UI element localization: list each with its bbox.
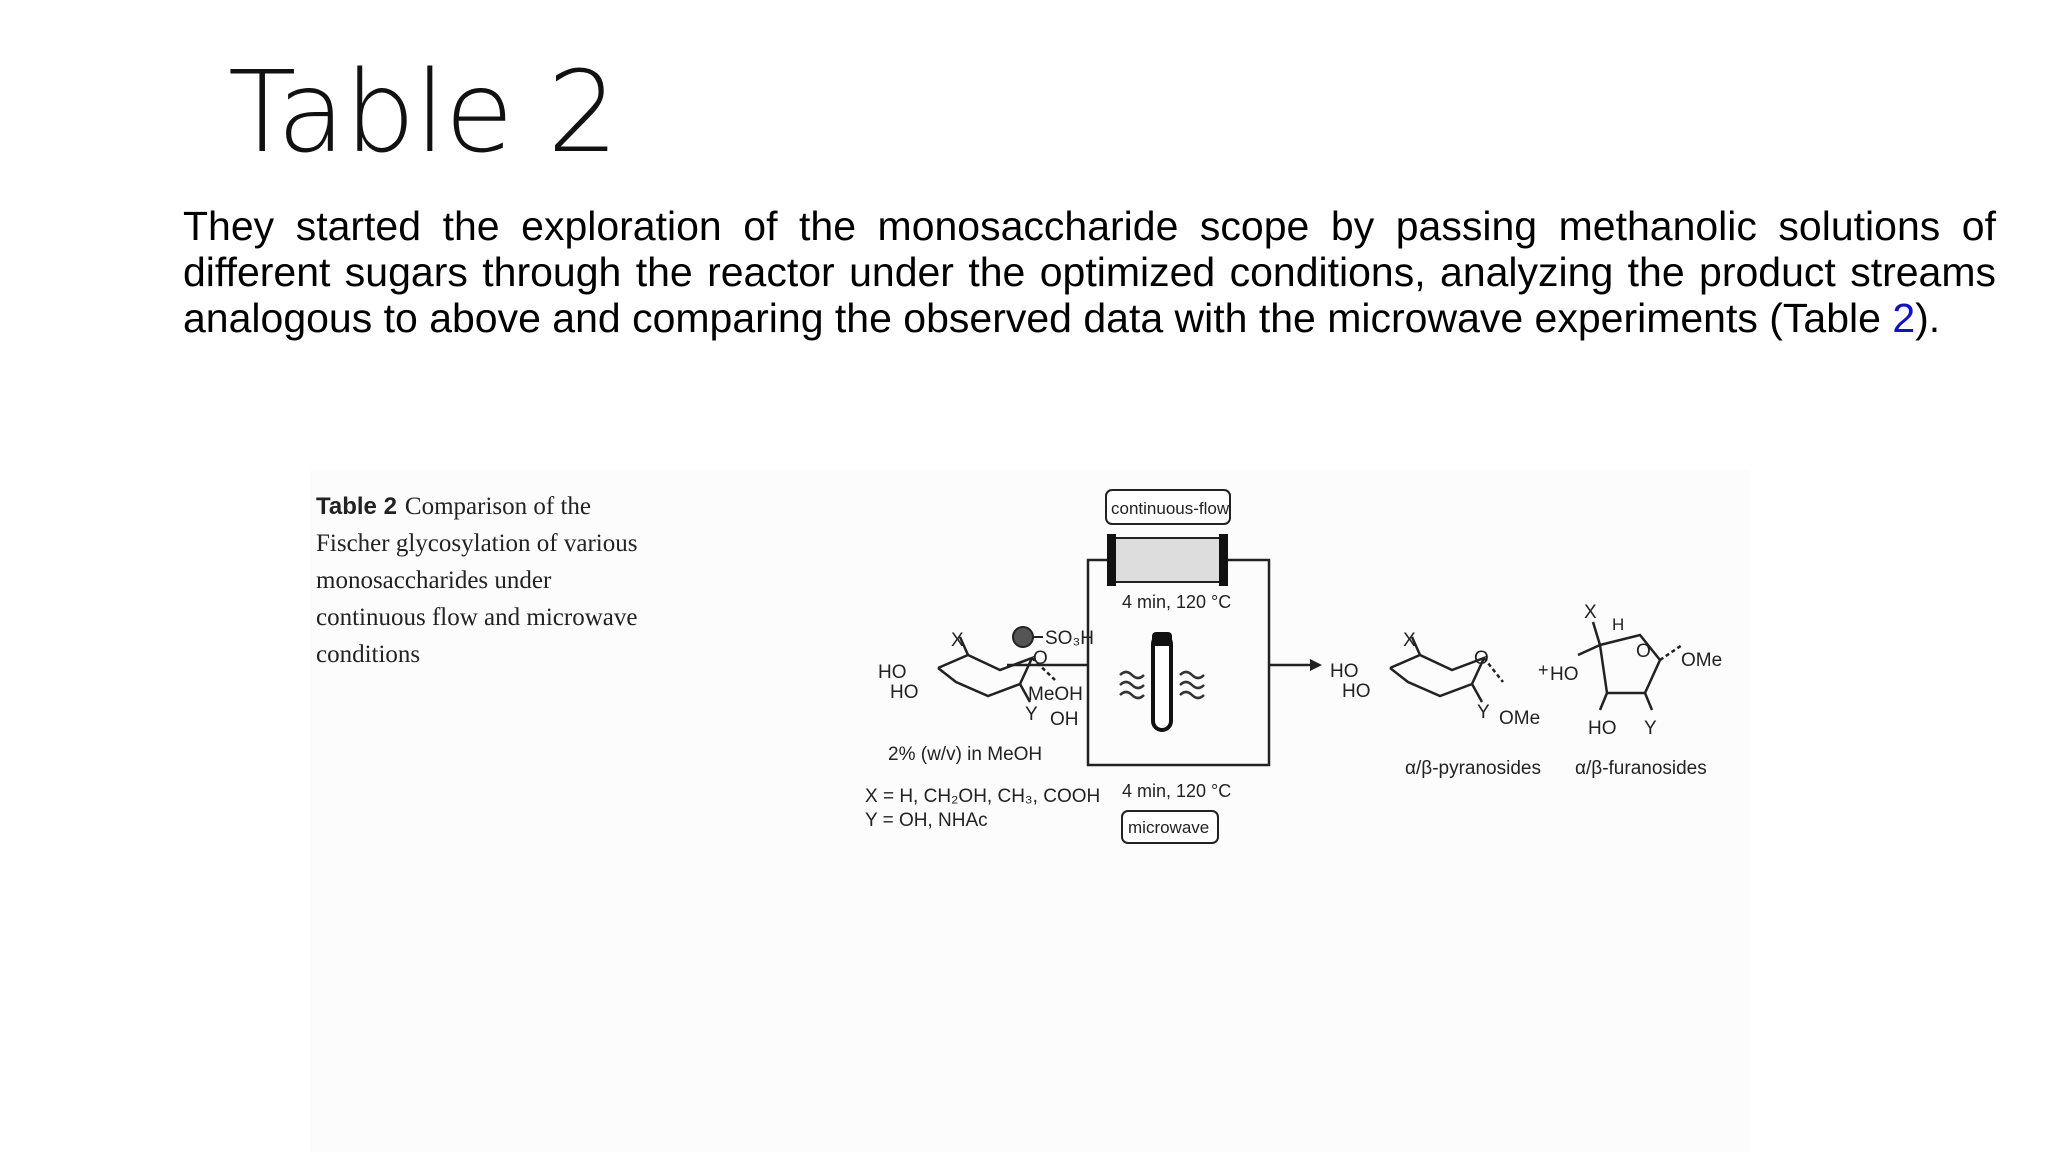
pyranoside-x-label: X <box>1403 630 1416 651</box>
reactant-structure <box>937 636 1056 703</box>
pyranoside-ho-label-2: HO <box>1342 681 1371 702</box>
caption-label: Table 2 <box>316 493 397 520</box>
pyranoside-ome-label: OMe <box>1499 708 1540 729</box>
reaction-scheme: X O HO HO Y OH 2% (w/v) in MeOH X = H, C… <box>865 489 1722 844</box>
table-reference-link[interactable]: 2 <box>1892 295 1916 341</box>
concentration-label: 2% (w/v) in MeOH <box>888 744 1042 765</box>
catalyst-label: SO₃H <box>1045 628 1094 649</box>
pyranoside-o-label: O <box>1474 648 1489 669</box>
furanoside-ho-bottom-label: HO <box>1588 718 1617 739</box>
body-text-main: They started the exploration of the mono… <box>183 203 1996 341</box>
furanoside-ome-label: OMe <box>1681 650 1722 671</box>
slide-title: Table 2 <box>228 48 618 178</box>
y-definition: Y = OH, NHAc <box>865 810 988 831</box>
furanoside-ho-label: HO <box>1550 664 1579 685</box>
flow-label-box <box>1105 489 1231 525</box>
pyranoside-structure <box>1389 636 1504 703</box>
reactant-ho-label-2: HO <box>890 682 919 703</box>
body-paragraph: They started the exploration of the mono… <box>183 203 1996 341</box>
furanoside-x-label: X <box>1584 602 1597 623</box>
flow-label: continuous-flow <box>1111 499 1230 518</box>
flow-conditions: 4 min, 120 °C <box>1122 592 1231 612</box>
solvent-label: MeOH <box>1028 684 1083 705</box>
catalyst-bead-icon <box>1012 626 1034 648</box>
pyranoside-ho-label-1: HO <box>1330 661 1359 682</box>
microwave-conditions: 4 min, 120 °C <box>1122 781 1231 801</box>
microwave-label-box <box>1121 810 1219 844</box>
furanoside-y-label: Y <box>1644 718 1657 739</box>
furanoside-structure <box>1577 621 1683 711</box>
microwave-label: microwave <box>1128 818 1209 837</box>
reactant-ho-label-1: HO <box>878 662 907 683</box>
reactant-oh-label: OH <box>1050 709 1079 730</box>
furanosides-label: α/β-furanosides <box>1575 758 1707 779</box>
microwave-vial-icon <box>1119 632 1205 732</box>
body-text-end: ). <box>1915 295 1941 341</box>
reaction-arrow <box>1269 659 1322 671</box>
plus-sign: + <box>1538 660 1549 680</box>
reactor-frame <box>1086 558 1271 767</box>
x-definition: X = H, CH₂OH, CH₃, COOH <box>865 786 1100 807</box>
caption-text: Comparison of the Fischer glycosylation … <box>316 493 638 668</box>
reactant-y-label: Y <box>1025 704 1038 725</box>
reactant-x-label: X <box>951 630 964 651</box>
pyranoside-y-label: Y <box>1477 702 1490 723</box>
pyranosides-label: α/β-pyranosides <box>1405 758 1541 779</box>
furanoside-h-label: H <box>1612 615 1624 634</box>
furanoside-o-label: O <box>1636 641 1651 662</box>
flow-column-icon <box>1107 534 1228 586</box>
